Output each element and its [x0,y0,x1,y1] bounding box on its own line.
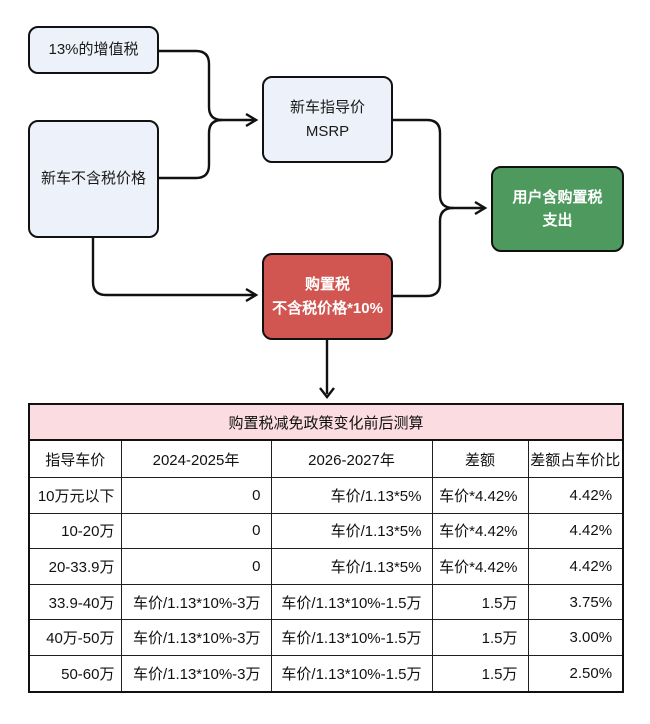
table-cell: 车价/1.13*5% [270,477,433,514]
table-cell: 车价*4.42% [431,548,529,585]
column-header-2026-2027: 2026-2027年 [270,439,433,478]
table-cell: 1.5万 [431,655,529,693]
table-cell: 2.50% [527,655,624,693]
table-cell: 车价/1.13*5% [270,512,433,550]
table-row: 10万元以下 0 车价/1.13*5% 车价*4.42% 4.42% [28,477,624,514]
table-cell: 40万-50万 [28,619,122,657]
arrow-purchase-tax-to-table [319,340,335,399]
node-purchase-tax-label-line1: 购置税 [304,276,350,294]
table-cell: 1.5万 [431,619,529,657]
node-price-ex-tax-label: 新车不含税价格 [40,170,146,188]
table-cell: 10万元以下 [28,477,122,514]
node-price-ex-tax: 新车不含税价格 [28,120,159,238]
table-cell: 4.42% [527,477,624,514]
table-cell: 33.9-40万 [28,583,122,621]
column-header-difference: 差额 [431,439,529,478]
arrowhead-icon [319,387,335,399]
table-row: 40万-50万 车价/1.13*10%-3万 车价/1.13*10%-1.5万 … [28,619,624,657]
table-cell: 车价*4.42% [431,477,529,514]
table-cell: 50-60万 [28,655,122,693]
node-purchase-tax: 购置税 不含税价格*10% [262,253,393,340]
table-title: 购置税减免政策变化前后测算 [28,403,624,441]
table-cell: 车价/1.13*10%-1.5万 [270,655,433,693]
table-cell: 车价/1.13*10%-3万 [120,583,272,621]
node-msrp: 新车指导价 MSRP [262,76,393,163]
arrowhead-icon [245,287,259,303]
table-cell: 1.5万 [431,583,529,621]
table-cell: 车价/1.13*10%-3万 [120,619,272,657]
arrow-merge-to-user-expense [393,118,488,298]
node-vat: 13%的增值税 [28,26,159,74]
arrow-merge-inputs-to-msrp [159,49,259,180]
table-row: 20-33.9万 0 车价/1.13*5% 车价*4.42% 4.42% [28,548,624,585]
table-cell: 0 [120,477,272,514]
column-header-2024-2025: 2024-2025年 [120,439,272,478]
table-row: 50-60万 车价/1.13*10%-3万 车价/1.13*10%-1.5万 1… [28,655,624,693]
node-msrp-label-line1: 新车指导价 [289,99,365,117]
table-cell: 车价/1.13*5% [270,548,433,585]
column-header-price: 指导车价 [28,439,122,478]
node-vat-label: 13%的增值税 [48,41,139,59]
table-title-row: 购置税减免政策变化前后测算 [28,403,624,441]
table-cell: 4.42% [527,548,624,585]
table-header-row: 指导车价 2024-2025年 2026-2027年 差额 差额占车价比 [28,439,624,478]
table-cell: 3.75% [527,583,624,621]
arrow-price-to-purchase-tax [91,238,259,303]
table-row: 10-20万 0 车价/1.13*5% 车价*4.42% 4.42% [28,512,624,550]
arrowhead-icon [245,112,259,128]
table-cell: 0 [120,548,272,585]
arrowhead-icon [474,200,488,216]
table-cell: 车价/1.13*10%-3万 [120,655,272,693]
table-cell: 0 [120,512,272,550]
table-cell: 3.00% [527,619,624,657]
node-user-expense-label-line2: 支出 [542,212,573,229]
node-msrp-label-line2: MSRP [305,122,350,140]
table-cell: 4.42% [527,512,624,550]
table-cell: 20-33.9万 [28,548,122,585]
table-cell: 车价/1.13*10%-1.5万 [270,583,433,621]
node-user-expense: 用户含购置税 支出 [491,166,624,252]
table-row: 33.9-40万 车价/1.13*10%-3万 车价/1.13*10%-1.5万… [28,583,624,621]
table-cell: 车价*4.42% [431,512,529,550]
table-cell: 车价/1.13*10%-1.5万 [270,619,433,657]
table-cell: 10-20万 [28,512,122,550]
node-purchase-tax-label-line2: 不含税价格*10% [272,299,383,317]
column-header-diff-ratio: 差额占车价比 [527,439,624,478]
tax-policy-table: 购置税减免政策变化前后测算 指导车价 2024-2025年 2026-2027年… [28,403,625,693]
node-user-expense-label-line1: 用户含购置税 [512,188,603,206]
